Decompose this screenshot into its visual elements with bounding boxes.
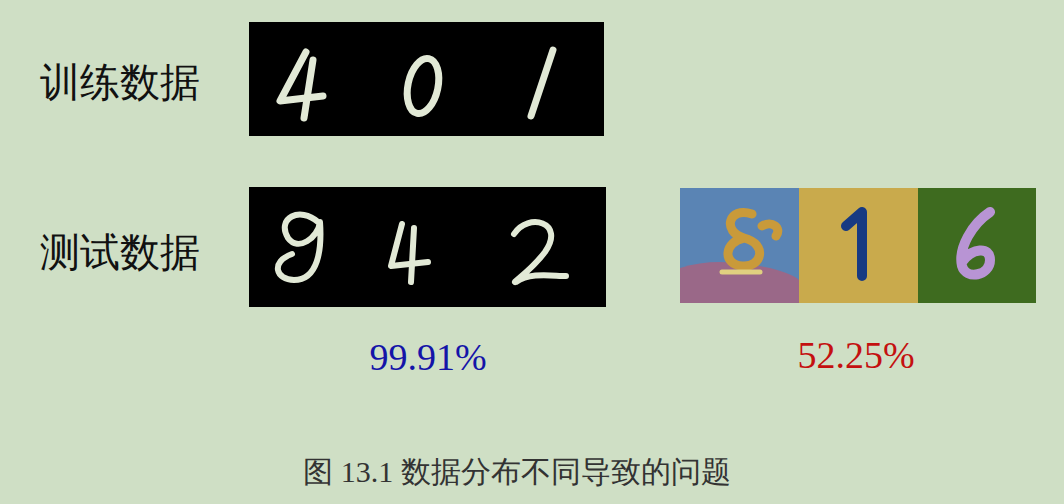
caption-holder: 图 13.1 数据分布不同导致的问题 [303, 452, 731, 493]
test-digits [249, 187, 606, 307]
digit-stroke [531, 50, 553, 116]
accuracy-value: 52.25% [797, 333, 914, 377]
figure-caption: 图 13.1 数据分布不同导致的问题 [303, 452, 731, 493]
row-label: 测试数据 [40, 225, 200, 280]
shifted-digits [680, 188, 1036, 303]
label-holder: 训练数据 [40, 55, 200, 110]
digit-stroke [403, 55, 444, 116]
accuracy-value: 99.91% [369, 335, 486, 379]
label-holder: 99.91% [369, 335, 486, 379]
row-label: 训练数据 [40, 55, 200, 110]
digit-stroke [278, 215, 321, 280]
training-digits [249, 22, 604, 136]
digit-stroke [304, 60, 313, 118]
label-holder: 52.25% [797, 333, 914, 377]
label-holder: 测试数据 [40, 225, 200, 280]
digit-stroke [846, 212, 862, 276]
digit-stroke [514, 222, 566, 282]
image-panel [799, 188, 918, 303]
image-panel [249, 22, 604, 136]
digit-stroke [280, 52, 323, 101]
image-panel [680, 188, 799, 303]
image-panel [249, 187, 606, 307]
digit-stroke [411, 228, 414, 282]
image-panel [918, 188, 1036, 303]
digit-stroke [728, 212, 778, 266]
digit-stroke [722, 270, 760, 275]
digit-stroke [961, 212, 990, 275]
